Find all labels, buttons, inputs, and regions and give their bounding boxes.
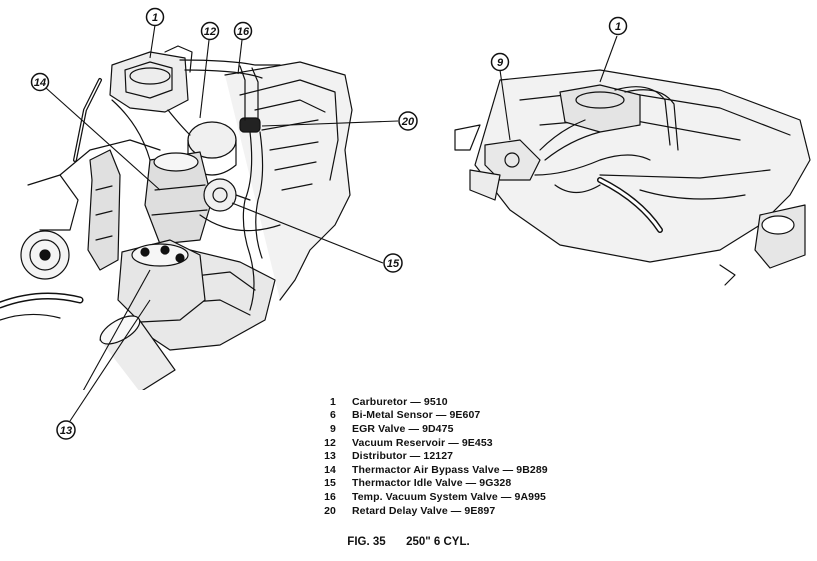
callout-1-right: 1 xyxy=(608,16,628,36)
callout-9: 9 xyxy=(490,52,510,72)
right-engine-illustration xyxy=(454,69,811,286)
figure-caption: FIG. 35 250" 6 CYL. xyxy=(0,536,817,548)
callout-number: 12 xyxy=(204,26,216,38)
legend-number: 12 xyxy=(324,436,336,449)
legend-row: 13 Distributor — 12127 xyxy=(312,449,612,463)
legend-label: Bi-Metal Sensor — 9E607 xyxy=(352,409,481,422)
parts-legend: 1 Carburetor — 9510 6 Bi-Metal Sensor — 9E… xyxy=(312,395,612,517)
legend-label: Vacuum Reservoir — 9E453 xyxy=(352,436,493,449)
legend-label: EGR Valve — 9D475 xyxy=(352,422,454,435)
legend-row: 15 Thermactor Idle Valve — 9G328 xyxy=(312,477,612,491)
legend-row: 16 Temp. Vacuum System Valve — 9A995 xyxy=(312,490,612,504)
legend-row: 6 Bi-Metal Sensor — 9E607 xyxy=(312,409,612,423)
legend-label: Carburetor — 9510 xyxy=(352,395,448,408)
legend-row: 12 Vacuum Reservoir — 9E453 xyxy=(312,436,612,450)
callout-16: 16 xyxy=(233,21,253,41)
legend-row: 14 Thermactor Air Bypass Valve — 9B289 xyxy=(312,463,612,477)
legend-number: 1 xyxy=(330,395,336,408)
callout-number-13: 13 xyxy=(60,425,72,437)
callout-number: 15 xyxy=(387,258,400,270)
legend-number: 14 xyxy=(324,463,336,476)
callout-number: 14 xyxy=(34,77,46,89)
callout-number: 9 xyxy=(497,57,504,69)
legend-number: 9 xyxy=(330,422,336,435)
callout-number: 20 xyxy=(401,116,415,128)
legend-number: 13 xyxy=(324,450,336,463)
callout-14: 14 xyxy=(30,72,50,92)
leader-lines xyxy=(45,24,618,390)
callout-15: 15 xyxy=(383,253,403,273)
callout-1-left: 1 xyxy=(145,7,165,27)
legend-number: 16 xyxy=(324,490,336,503)
legend-label: Retard Delay Valve — 9E897 xyxy=(352,504,496,517)
legend-row: 1 Carburetor — 9510 xyxy=(312,395,612,409)
legend-label: Thermactor Air Bypass Valve — 9B289 xyxy=(352,463,548,476)
figure-engine-label: 250" 6 CYL. xyxy=(406,536,470,548)
callout-number: 1 xyxy=(615,21,621,33)
legend-label: Temp. Vacuum System Valve — 9A995 xyxy=(352,490,546,503)
callout-20: 20 xyxy=(398,111,418,131)
figure-number: FIG. 35 xyxy=(347,536,386,548)
legend-row: 20 Retard Delay Valve — 9E897 xyxy=(312,504,612,518)
engine-vacuum-diagram: 1 12 16 14 20 15 13 1 9 xyxy=(0,7,811,390)
callout-number: 1 xyxy=(152,12,158,24)
callout-12: 12 xyxy=(200,21,220,41)
legend-label: Distributor — 12127 xyxy=(352,450,454,463)
legend-number: 15 xyxy=(324,477,336,490)
legend-number: 20 xyxy=(324,504,336,517)
legend-row: 9 EGR Valve — 9D475 xyxy=(312,422,612,436)
legend-number: 6 xyxy=(330,409,336,422)
legend-label: Thermactor Idle Valve — 9G328 xyxy=(352,477,512,490)
left-engine-illustration xyxy=(0,45,353,390)
callout-number: 16 xyxy=(237,26,250,38)
